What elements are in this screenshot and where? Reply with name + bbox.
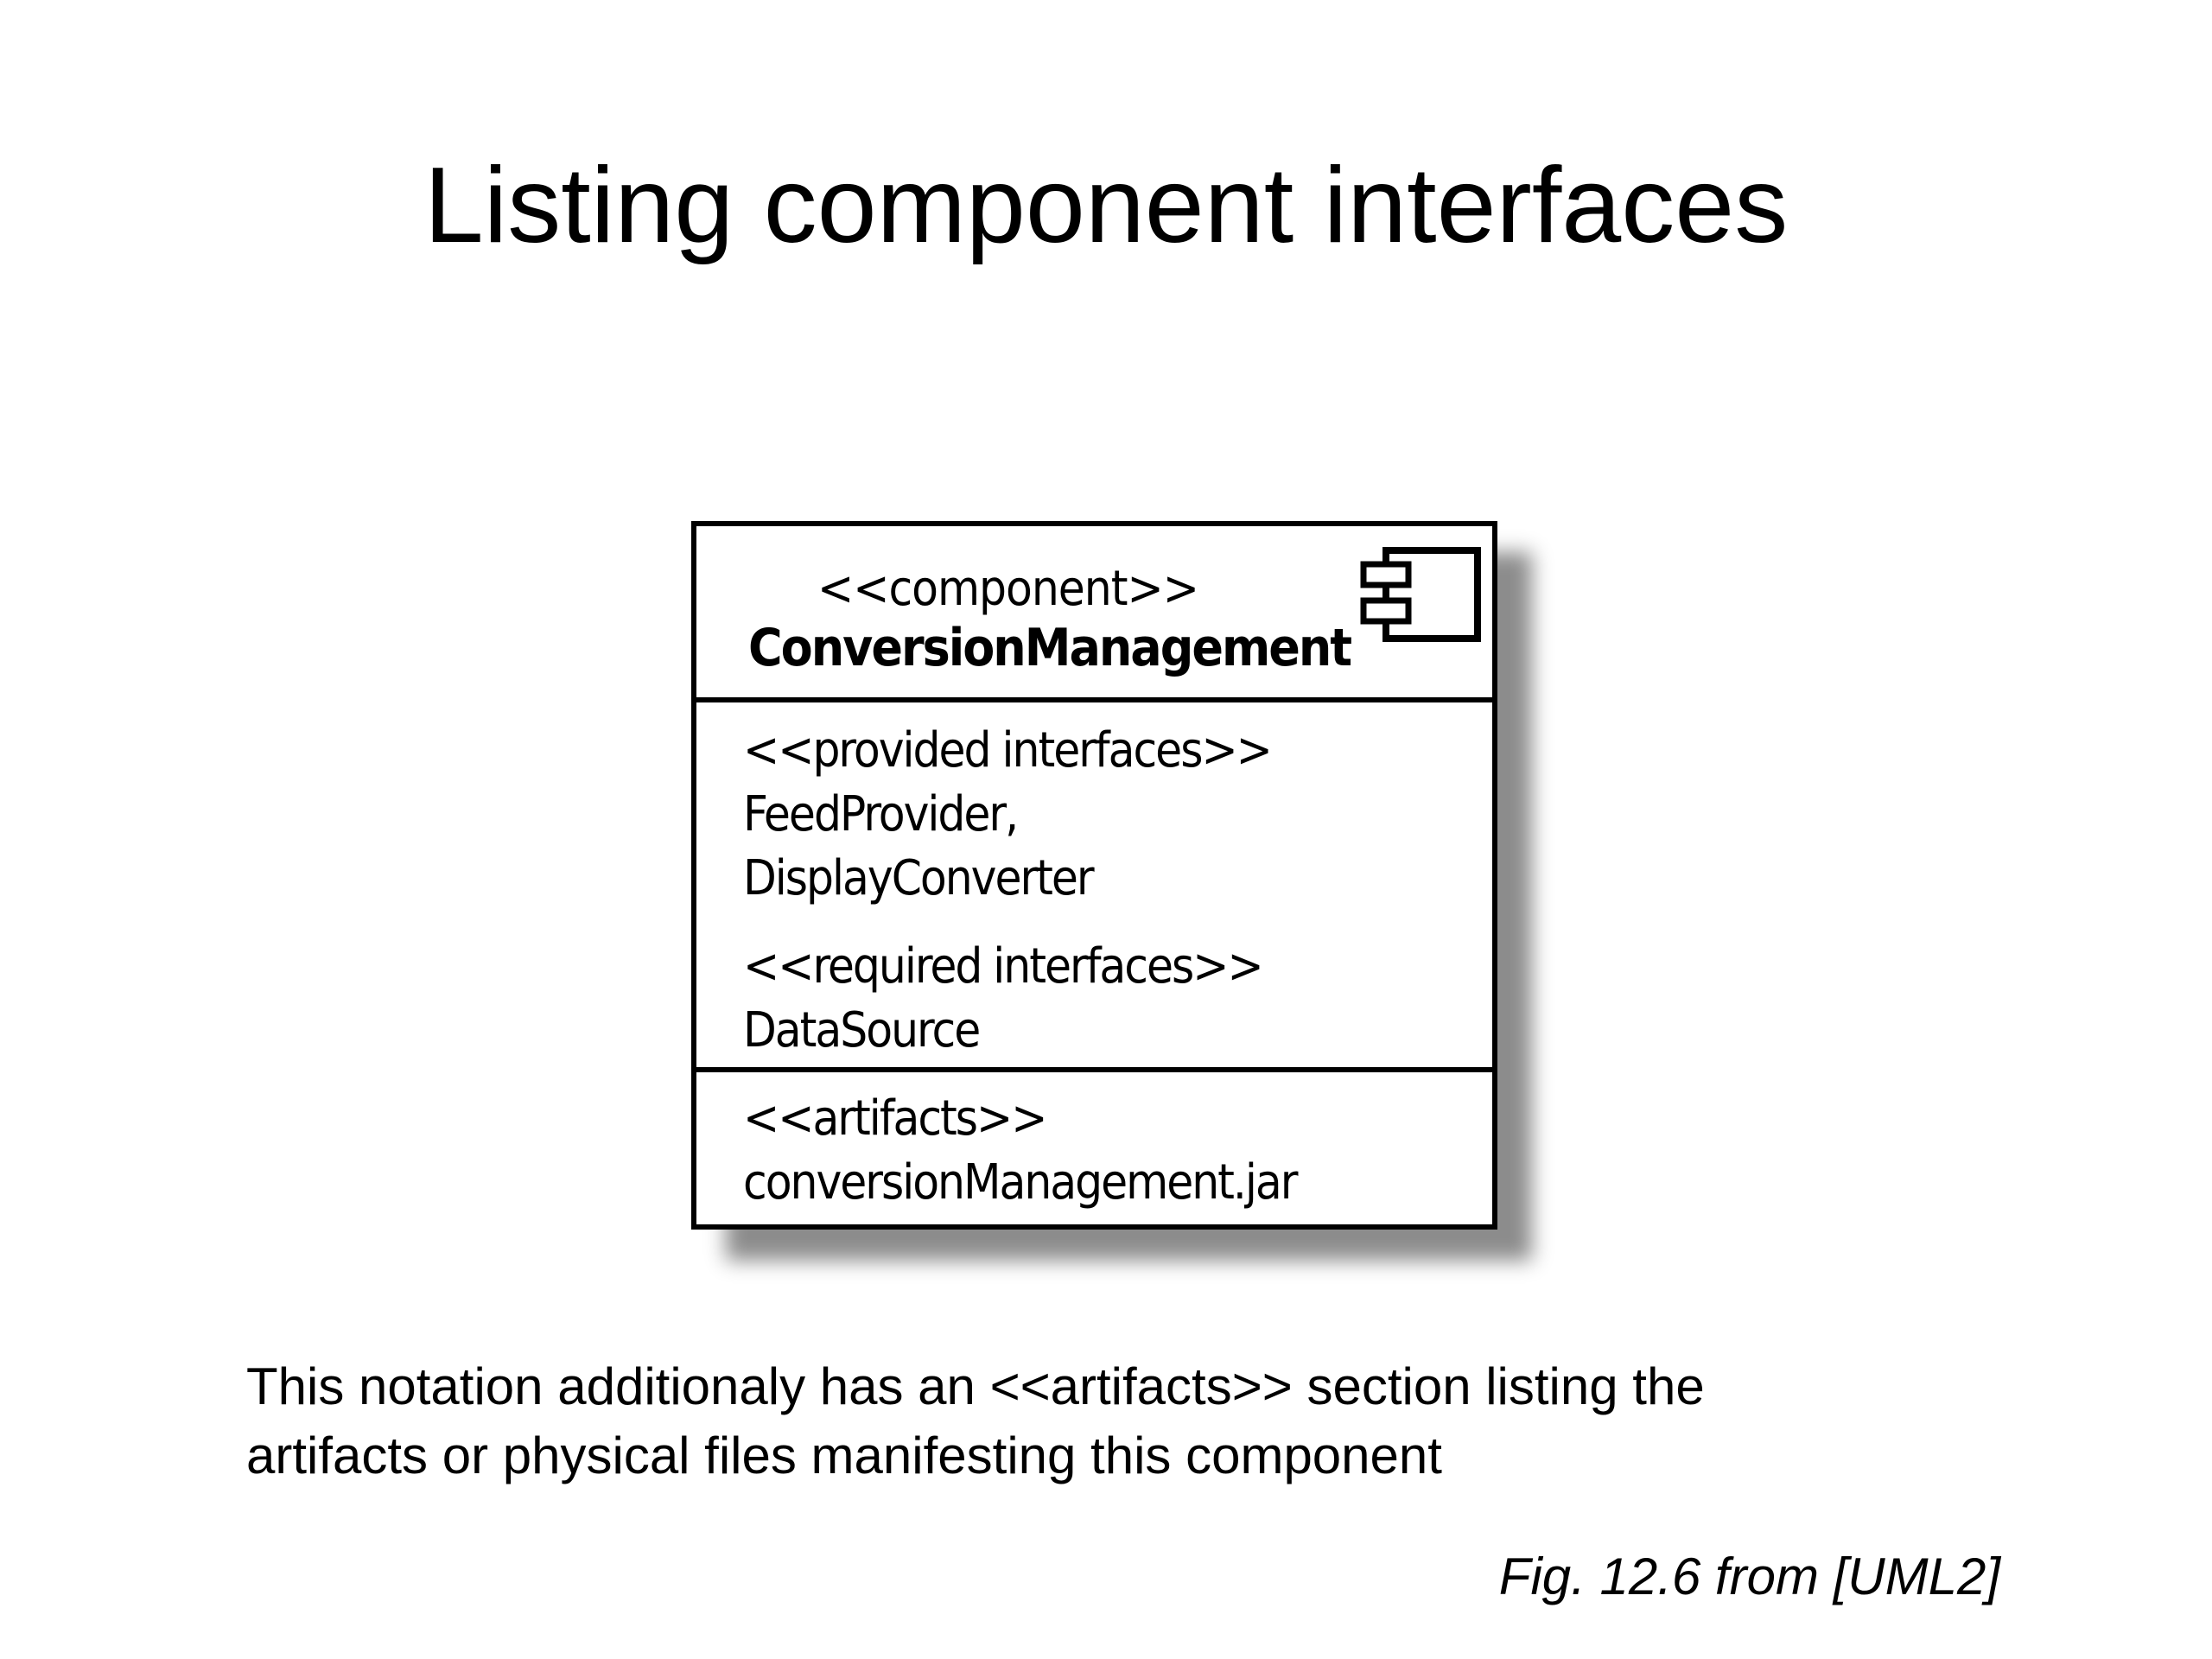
artifacts-stereotype: <<artifacts>> — [743, 1090, 1047, 1147]
component-stereotype: <<component>> — [817, 561, 1199, 617]
description-line: This notation additionaly has an <<artif… — [246, 1357, 1705, 1415]
required-interfaces-stereotype: <<required interfaces>> — [743, 938, 1264, 995]
interfaces-compartment: <<provided interfaces>> FeedProvider, Di… — [696, 702, 1492, 1072]
provided-interface-item: DisplayConverter — [743, 850, 1095, 906]
provided-interface-item: FeedProvider, — [743, 786, 1019, 842]
component-name: ConversionManagement — [748, 618, 1352, 678]
uml-component-icon — [1360, 547, 1481, 642]
slide-title: Listing component interfaces — [423, 146, 1789, 265]
uml-component-box: <<component>> ConversionManagement <<pro… — [691, 521, 1497, 1230]
required-interface-item: DataSource — [743, 1002, 981, 1058]
description-text: This notation additionaly has an <<artif… — [246, 1352, 2061, 1491]
component-header-compartment: <<component>> ConversionManagement — [696, 526, 1492, 702]
figure-caption: Fig. 12.6 from [UML2] — [1498, 1548, 2000, 1605]
provided-interfaces-stereotype: <<provided interfaces>> — [743, 722, 1273, 779]
artifact-item: conversionManagement.jar — [743, 1154, 1298, 1211]
description-line: artifacts or physical files manifesting … — [246, 1427, 1442, 1484]
artifacts-compartment: <<artifacts>> conversionManagement.jar — [696, 1072, 1492, 1224]
